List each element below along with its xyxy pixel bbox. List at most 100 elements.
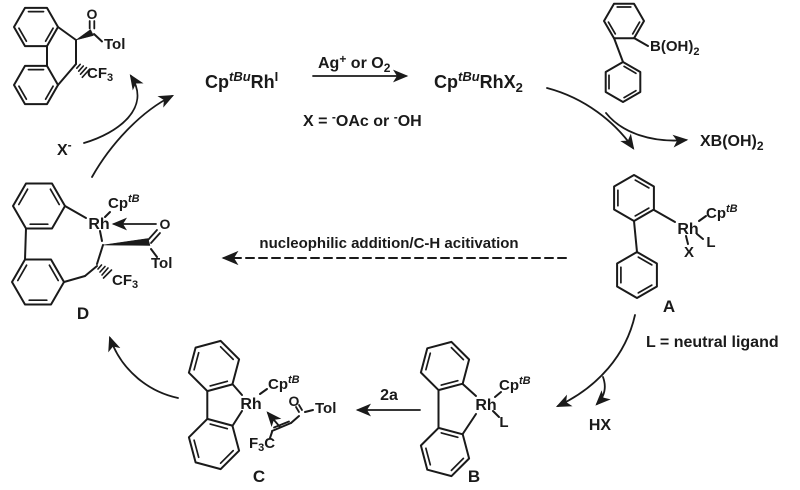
- step-label: nucleophilic addition/C-H acitivation: [259, 235, 518, 252]
- minus-superscript: -: [394, 110, 398, 124]
- tb-superscript: tB: [726, 203, 738, 215]
- cf-text: CF: [87, 65, 107, 82]
- ag-text: Ag: [318, 55, 339, 72]
- product-release-arrow: [83, 74, 144, 144]
- intermediate-d: Rh CptB O Tol CF3 D: [11, 182, 172, 323]
- xboh2-subscript: 2: [757, 139, 764, 153]
- tbu-superscript: tBu: [458, 69, 480, 84]
- rh-label: Rh: [88, 216, 109, 233]
- benzene-ring: [613, 174, 655, 222]
- x-definition-label: X = -OAc or -OH: [303, 110, 422, 130]
- d-to-rh-cycle-arrow: [91, 94, 175, 178]
- cf3-subscript: 3: [132, 279, 138, 291]
- tb-superscript: tB: [128, 193, 140, 205]
- alkene-to-rh-coordination-arrow: [266, 411, 282, 428]
- oxidation-state-superscript: I: [275, 69, 279, 84]
- oac-or-text: OAc or: [336, 113, 394, 130]
- l-ligand-label: L: [706, 234, 715, 251]
- cp-text: Cp: [205, 72, 229, 92]
- b-skeleton: [437, 383, 502, 435]
- benzene-ring: [419, 426, 471, 478]
- tol-label: Tol: [151, 255, 172, 272]
- tb-superscript: tB: [519, 375, 531, 387]
- f3c-label: F3C: [249, 435, 275, 454]
- cp-ligand-label: CptB: [268, 374, 300, 393]
- benzene-ring: [604, 61, 642, 103]
- f3-subscript: 3: [258, 442, 264, 454]
- species-d-label: D: [77, 304, 89, 323]
- carbonyl-o-label: O: [87, 6, 98, 22]
- benzene-ring: [12, 182, 66, 230]
- c-skeleton: [206, 383, 314, 439]
- cp-ligand-label: CptB: [499, 375, 531, 394]
- xboh2-release-arrow: [605, 112, 689, 148]
- product-skeleton: [46, 20, 103, 86]
- cp-text: Cp: [706, 205, 726, 222]
- rh-I-catalyst-formula: CptBuRhI: [205, 69, 278, 92]
- benzene-ring: [603, 2, 645, 40]
- reagent-2a-label: 2a: [380, 387, 398, 404]
- cp-text: Cp: [268, 376, 288, 393]
- c-to-d-arrow: [108, 335, 179, 399]
- cp-text: Cp: [108, 195, 128, 212]
- tb-superscript: tB: [288, 374, 300, 386]
- cp-ligand-label: CptB: [706, 203, 738, 222]
- benzene-ring: [187, 339, 241, 393]
- boh2-subscript: 2: [693, 46, 699, 58]
- hx-release-arrow: [595, 376, 611, 406]
- species-a-label: A: [663, 297, 675, 316]
- carbonyl-o-label: O: [289, 393, 300, 409]
- minus-superscript: -: [332, 110, 336, 124]
- rh-text: Rh: [251, 72, 275, 92]
- rhx-text: RhX: [480, 72, 516, 92]
- boh2-label: B(OH)2: [650, 38, 699, 58]
- species-b-label: B: [468, 467, 480, 486]
- cp-text: Cp: [434, 72, 458, 92]
- tol-label: Tol: [315, 400, 336, 417]
- xboh-text: XB(OH): [700, 133, 757, 150]
- species-c-label: C: [253, 467, 265, 486]
- intermediate-b: Rh CptB L B: [419, 340, 531, 486]
- tbu-superscript: tBu: [229, 69, 251, 84]
- benzene-ring: [419, 340, 471, 392]
- x2-subscript: 2: [516, 80, 523, 95]
- cp-text: Cp: [499, 377, 519, 394]
- x-ligand-label: X: [684, 244, 694, 261]
- cf3-label: CF3: [87, 65, 113, 84]
- benzene-ring: [13, 6, 59, 48]
- boronic-acid-substrate: B(OH)2: [603, 2, 699, 103]
- f-text: F: [249, 435, 258, 452]
- o2-subscript: 2: [384, 61, 391, 75]
- cf-text: CF: [112, 272, 132, 289]
- x-text: X: [57, 142, 68, 159]
- boh-text: B(OH): [650, 38, 693, 55]
- benzene-ring: [616, 251, 658, 299]
- hx-byproduct-label: HX: [589, 417, 612, 434]
- x-equals-text: X =: [303, 113, 332, 130]
- intermediate-c: Rh CptB O Tol F3C C: [187, 339, 336, 486]
- carbonyl-o-label: O: [160, 216, 171, 232]
- product-structure: O Tol CF3: [13, 6, 125, 106]
- d-skeleton: [24, 205, 161, 283]
- c-text: C: [264, 435, 275, 452]
- a-skeleton: [633, 209, 707, 253]
- xboh2-byproduct-label: XB(OH)2: [700, 133, 764, 153]
- x-anion-label: X-: [57, 138, 72, 159]
- plus-superscript: +: [339, 52, 346, 66]
- oh-text: OH: [398, 113, 422, 130]
- or-o-text: or O: [346, 55, 383, 72]
- oxidant-label: Ag+ or O2: [318, 52, 391, 75]
- rh-label: Rh: [240, 396, 261, 413]
- rh-label: Rh: [475, 397, 496, 414]
- l-ligand-label: L: [499, 414, 508, 431]
- cf3-label: CF3: [112, 272, 138, 291]
- a-to-b-arrow: [555, 314, 636, 407]
- minus-superscript: -: [68, 138, 72, 152]
- cp-ligand-label: CptB: [108, 193, 140, 212]
- intermediate-a: Rh CptB L X A: [613, 174, 738, 316]
- benzene-ring: [13, 64, 59, 106]
- benzene-ring: [11, 258, 65, 306]
- neutral-ligand-note: L = neutral ligand: [646, 334, 779, 351]
